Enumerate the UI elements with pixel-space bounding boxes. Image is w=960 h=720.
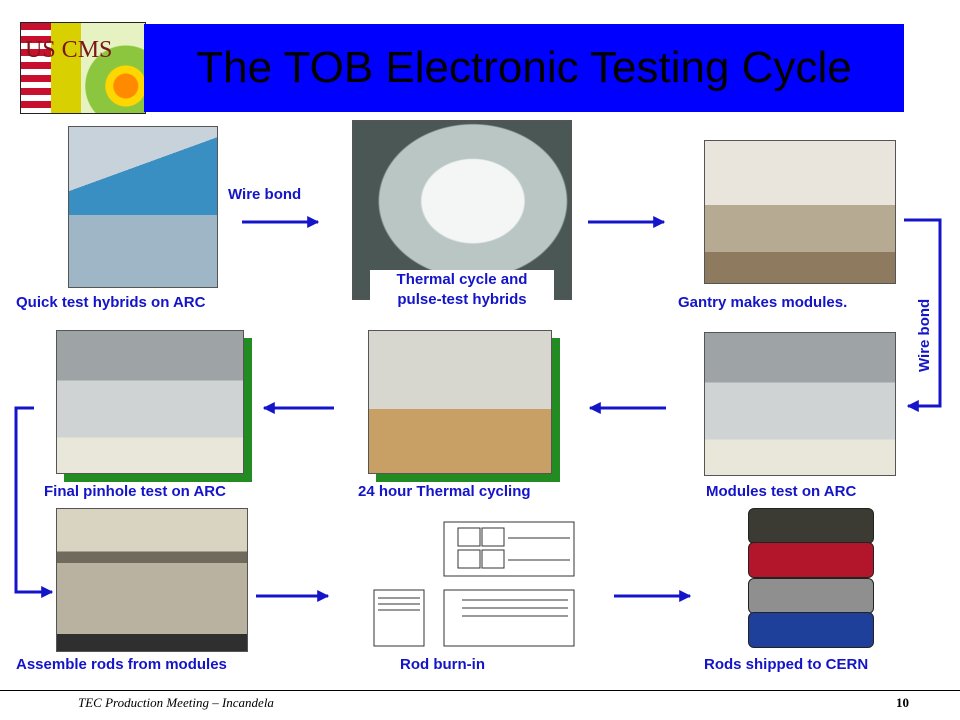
final-pinhole-label: Final pinhole test on ARC [44, 483, 226, 500]
slide-title: The TOB Electronic Testing Cycle [196, 43, 852, 92]
wire-bond-label: Wire bond [228, 186, 302, 203]
down-arrow-icon [14, 406, 54, 598]
hybrid-photo [68, 126, 218, 288]
page-number: 10 [896, 695, 909, 710]
thermal-cycle-label-line1: Thermal cycle and [396, 271, 528, 288]
rod-burnin-drawing [373, 521, 575, 647]
modules-test-photo [704, 332, 896, 476]
footer-divider [0, 690, 960, 691]
gantry-label: Gantry makes modules. [678, 294, 848, 311]
us-cms-logo: US CMS [20, 22, 146, 114]
rods-shipped-label: Rods shipped to CERN [704, 656, 869, 673]
quick-test-label: Quick test hybrids on ARC [16, 294, 206, 311]
thermal-cycle-label: Thermal cycle and pulse-test hybrids [370, 270, 554, 310]
thermal-cycle-label-line2: pulse-test hybrids [397, 291, 527, 308]
rod-assembly-photo [56, 508, 248, 652]
final-pinhole-photo [56, 330, 244, 474]
thermal-cycle-photo [352, 120, 572, 300]
modules-test-label: Modules test on ARC [706, 483, 857, 500]
title-bar: The TOB Electronic Testing Cycle [144, 24, 904, 112]
thermal-cycling-photo [368, 330, 552, 474]
thermal-24h-label: 24 hour Thermal cycling [358, 483, 531, 500]
logo-text: US CMS [25, 37, 113, 63]
footer-meeting-text: TEC Production Meeting – Incandela [78, 695, 274, 710]
gantry-photo [704, 140, 896, 284]
wire-bond-side-label: Wire bond [916, 298, 933, 372]
loop-arrow-icon [904, 218, 942, 412]
assemble-rods-label: Assemble rods from modules [16, 656, 227, 673]
rod-burnin-label: Rod burn-in [400, 656, 485, 673]
shipping-crates-photo [748, 508, 874, 650]
